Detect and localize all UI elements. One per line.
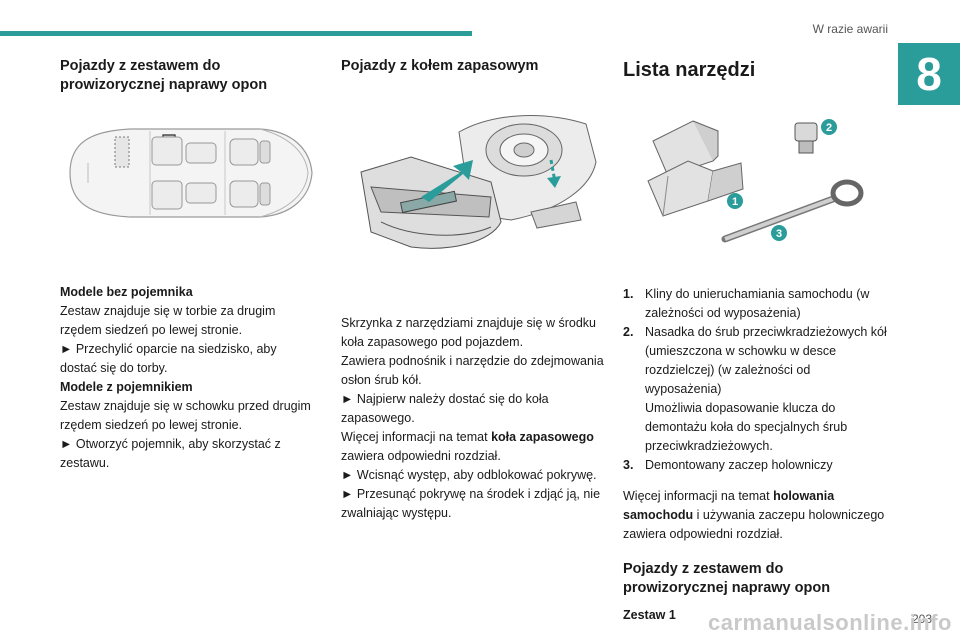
col2-heading: Pojazdy z kołem zapasowym xyxy=(341,58,539,74)
watermark: carmanualsonline.info xyxy=(708,610,952,635)
col3-sub: Zestaw 1 xyxy=(623,608,676,622)
section-title: W razie awarii xyxy=(812,22,888,36)
col1-sub1: Modele bez pojemnika xyxy=(60,285,193,299)
header-accent-bar xyxy=(0,31,472,36)
col2-p2: Zawiera podnośnik i narzędzie do zdejmow… xyxy=(341,354,604,387)
col2-p5: ► Wcisnąć występ, aby odblokować pokrywę… xyxy=(341,468,597,482)
column-3: Lista narzędzi 1 2 3 1.Kliny do unieruch… xyxy=(623,55,888,625)
col1-p3: Zestaw znajduje się w schowku przed drug… xyxy=(60,399,311,432)
column-2: Pojazdy z kołem zapasowym Skrzynka z nar… xyxy=(341,55,609,523)
spare-wheel-toolbox-diagram xyxy=(360,115,597,249)
col3-p1: Więcej informacji na temat holowania sam… xyxy=(623,489,885,541)
col2-p6: ► Przesunąć pokrywę na środek i zdjąć ją… xyxy=(341,487,601,520)
col3-heading: Lista narzędzi xyxy=(623,59,756,81)
col1-p4: ► Otworzyć pojemnik, aby skorzystać z ze… xyxy=(60,437,281,470)
list-item: 1.Kliny do unieruchamiania samochodu (w … xyxy=(623,287,870,320)
callout-1: 1 xyxy=(727,193,743,209)
svg-text:2: 2 xyxy=(826,122,832,134)
list-item: 2.Nasadka do śrub przeciwkradzieżowych k… xyxy=(623,325,887,396)
callout-3: 3 xyxy=(771,225,787,241)
col2-p4: Więcej informacji na temat koła zapasowe… xyxy=(341,430,594,463)
tools-diagram: 1 2 3 xyxy=(647,119,864,243)
page-number: 203 xyxy=(911,612,932,626)
callout-2: 2 xyxy=(821,119,837,135)
col2-p1: Skrzynka z narzędziami znajduje się w śr… xyxy=(341,316,596,349)
col1-sub2: Modele z pojemnikiem xyxy=(60,380,193,394)
tools-list: 1.Kliny do unieruchamiania samochodu (w … xyxy=(623,285,888,475)
svg-text:3: 3 xyxy=(776,228,782,240)
col1-p2: ► Przechylić oparcie na siedzisko, aby d… xyxy=(60,342,277,375)
col2-p3: ► Najpierw należy dostać się do koła zap… xyxy=(341,392,549,425)
svg-text:1: 1 xyxy=(732,196,738,208)
list-item: Umożliwia dopasowanie klucza do demontaż… xyxy=(645,401,848,453)
chapter-number-badge: 8 xyxy=(898,43,960,105)
col1-heading: Pojazdy z zestawem do prowizorycznej nap… xyxy=(60,58,268,93)
column-1: Pojazdy z zestawem do prowizorycznej nap… xyxy=(60,55,316,473)
car-seat-diagram xyxy=(60,113,316,233)
col1-p1: Zestaw znajduje się w torbie za drugim r… xyxy=(60,304,276,337)
list-item: 3.Demontowany zaczep holowniczy xyxy=(623,458,833,472)
col3-heading2: Pojazdy z zestawem do prowizorycznej nap… xyxy=(623,561,831,596)
